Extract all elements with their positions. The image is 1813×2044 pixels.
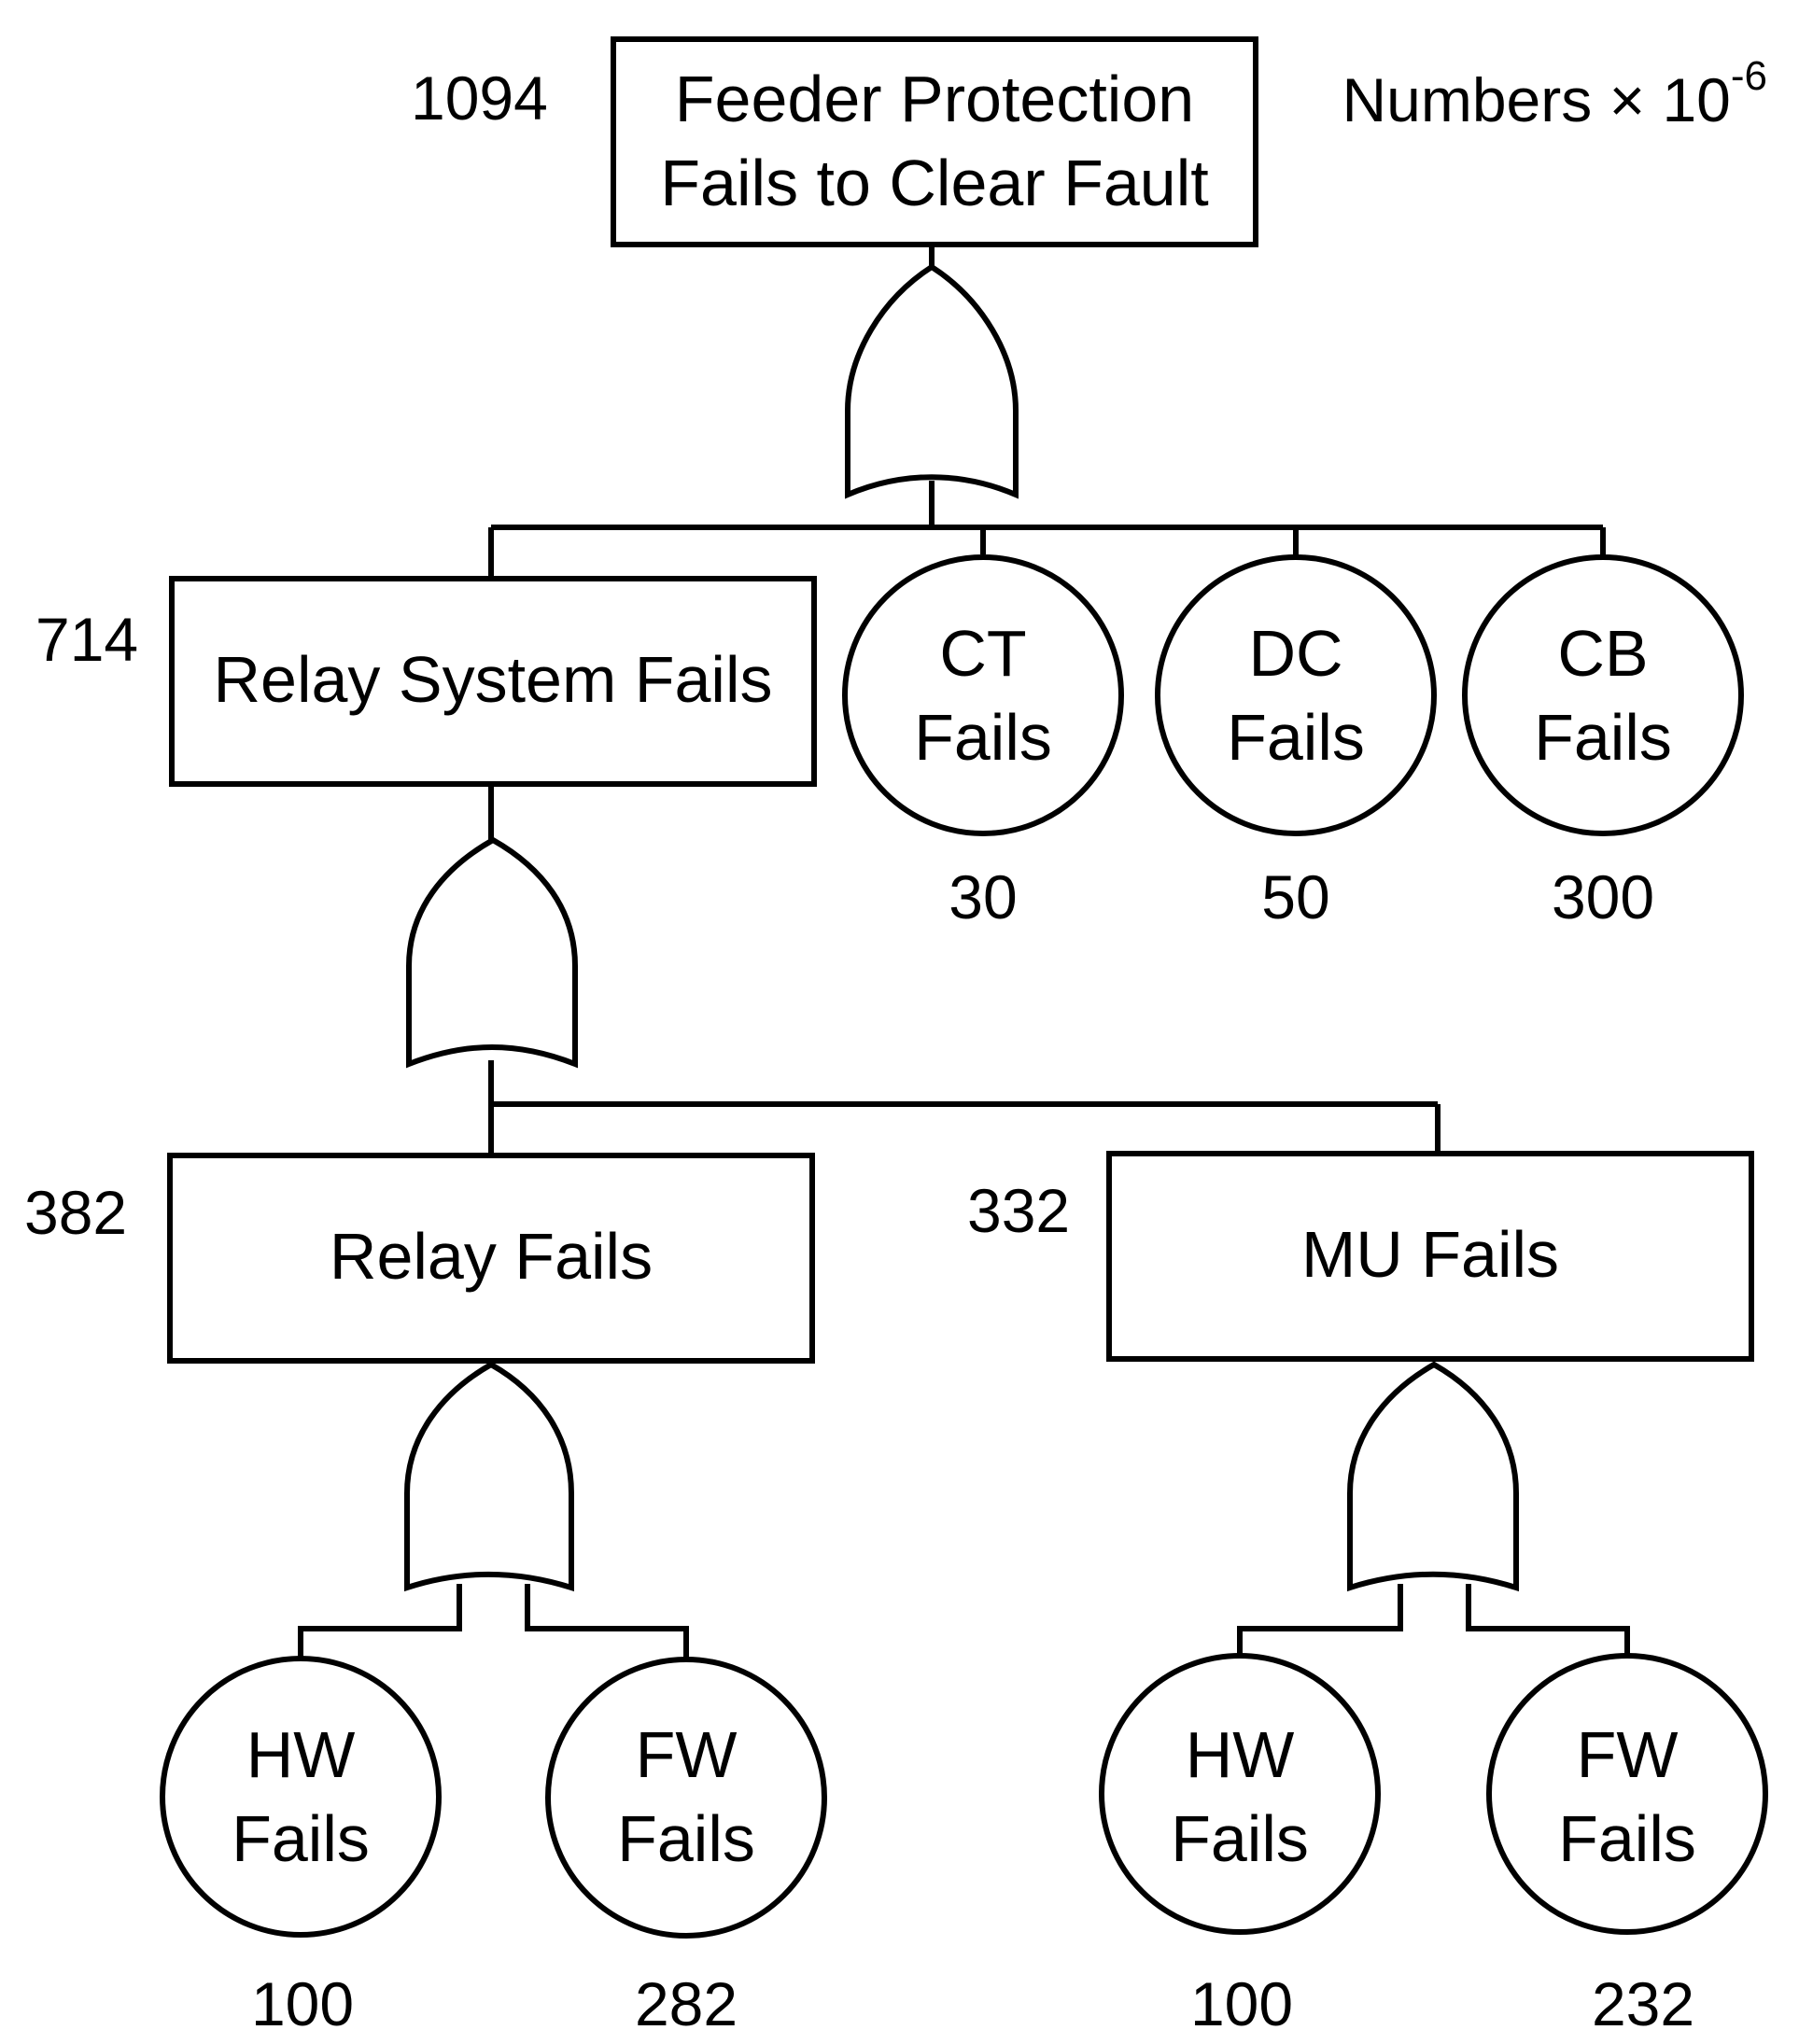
mu-value: 332 xyxy=(967,1176,1070,1245)
relay-fw-event-value: 282 xyxy=(635,1969,738,2038)
relay-hw-event-value: 100 xyxy=(251,1969,354,2038)
connector-lines xyxy=(298,245,1630,1659)
mu-hw-event-line1: HW xyxy=(1186,1718,1295,1791)
dc-event-line1: DC xyxy=(1248,617,1342,690)
mu-box xyxy=(1106,1151,1754,1362)
ct-event-line2: Fails xyxy=(914,701,1052,774)
or-gate-top xyxy=(845,263,1019,499)
units-note-exponent: -6 xyxy=(1731,53,1767,99)
dc-event-circle xyxy=(1155,554,1437,836)
ct-event-value: 30 xyxy=(949,862,1017,931)
relay-fw-event-line1: FW xyxy=(636,1718,738,1791)
mu-hw-event-line2: Fails xyxy=(1171,1802,1309,1875)
mu-hw-event-circle xyxy=(1099,1653,1381,1935)
relay-system-box xyxy=(169,576,817,787)
cb-event-line2: Fails xyxy=(1534,701,1672,774)
or-gate-mu xyxy=(1347,1361,1519,1592)
dc-event-line2: Fails xyxy=(1227,701,1365,774)
relay-fw-event-line2: Fails xyxy=(617,1802,755,1875)
top-event-line1: Feeder Protection xyxy=(675,63,1194,135)
top-event-line2: Fails to Clear Fault xyxy=(660,147,1208,219)
relay-system-label: Relay System Fails xyxy=(213,643,772,716)
mu-fw-event-value: 232 xyxy=(1592,1969,1694,2038)
ct-event-circle xyxy=(842,554,1124,836)
units-note: Numbers × 10-6 xyxy=(1342,53,1768,134)
mu-fw-event-circle xyxy=(1486,1653,1768,1935)
mu-label: MU Fails xyxy=(1301,1218,1559,1291)
mu-hw-event-value: 100 xyxy=(1190,1969,1293,2038)
relay-hw-event-line2: Fails xyxy=(232,1802,370,1875)
relay-system-value: 714 xyxy=(35,605,138,674)
cb-event-value: 300 xyxy=(1552,862,1654,931)
relay-hw-event-line1: HW xyxy=(246,1718,356,1791)
relay-fw-event-circle xyxy=(545,1657,827,1939)
top-event-value: 1094 xyxy=(411,63,548,133)
mu-fw-event-line1: FW xyxy=(1577,1718,1679,1791)
top-event-box xyxy=(611,36,1258,247)
relay-value: 382 xyxy=(24,1178,127,1247)
units-note-text: Numbers × 10 xyxy=(1342,65,1731,134)
or-gate-relay xyxy=(404,1361,574,1592)
ct-event-line1: CT xyxy=(939,617,1026,690)
relay-hw-event-circle xyxy=(160,1656,442,1938)
relay-box xyxy=(167,1153,815,1364)
mu-fw-event-line2: Fails xyxy=(1558,1802,1696,1875)
cb-event-line1: CB xyxy=(1557,617,1648,690)
relay-label: Relay Fails xyxy=(330,1220,653,1293)
or-gate-relay-system xyxy=(406,836,578,1069)
cb-event-circle xyxy=(1462,554,1744,836)
top-event: Feeder Protection Fails to Clear Fault xyxy=(611,36,1258,247)
dc-event-value: 50 xyxy=(1261,862,1329,931)
